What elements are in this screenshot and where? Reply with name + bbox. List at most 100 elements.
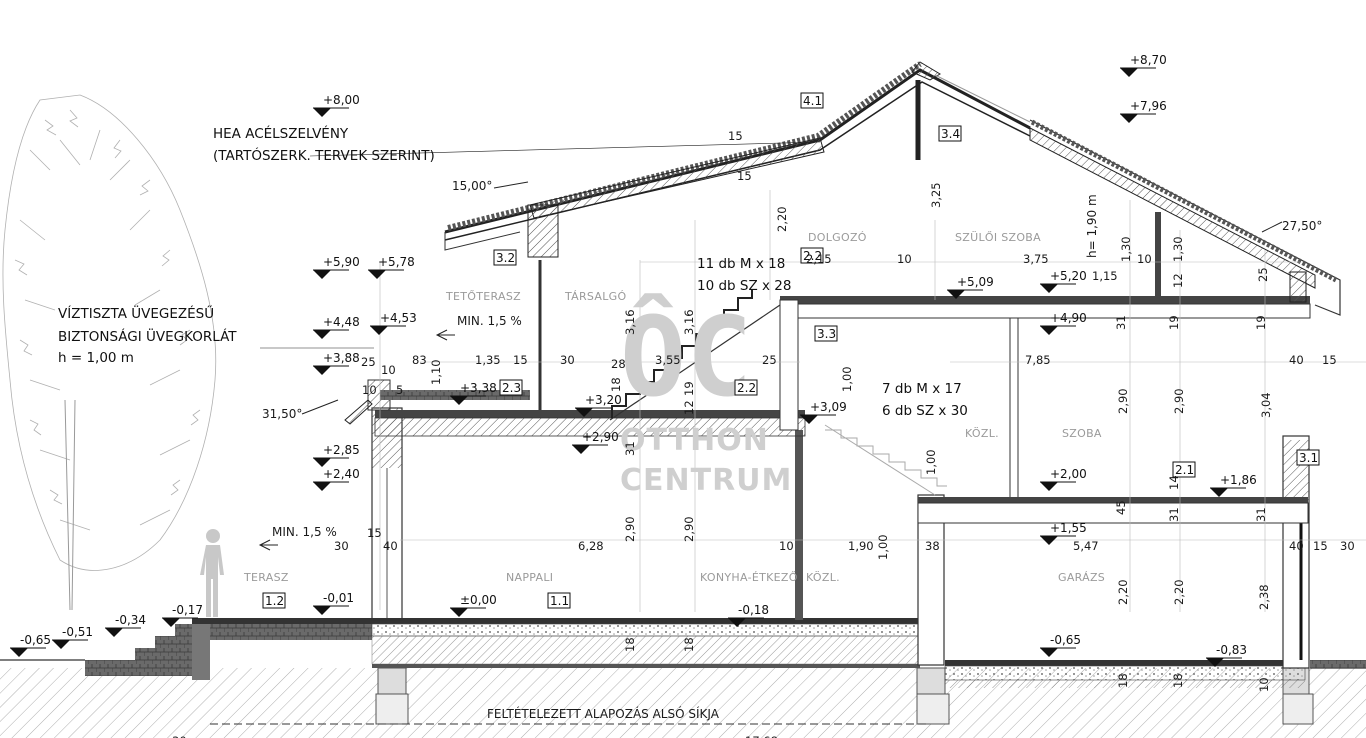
dimension-d238: 2,38 xyxy=(1257,584,1271,610)
detail-tag-t33: 3.3 xyxy=(814,325,838,342)
dimension-d220a: 2,20 xyxy=(1116,579,1130,605)
tag-label: 3.1 xyxy=(1299,451,1318,465)
note-min-slope-2: MIN. 1,5 % xyxy=(272,525,337,539)
level-value: +5,78 xyxy=(378,255,415,269)
dimension-d31d: 31 xyxy=(1254,507,1268,522)
detail-tag-t22b: 2.2 xyxy=(734,379,758,396)
dimension-d325: 3,25 xyxy=(929,182,943,208)
note-hea-1: HEA ACÉLSZELVÉNY xyxy=(213,125,349,142)
level-triangle-icon xyxy=(728,618,746,627)
level-marker-l870: +8,70 xyxy=(1120,53,1167,77)
level-marker-l509: +5,09 xyxy=(947,275,994,299)
dimension-d31c: 31 xyxy=(1167,507,1181,522)
level-value: +5,20 xyxy=(1050,269,1087,283)
watermark-line1: OTTHON xyxy=(620,423,769,458)
dimension-d100b: 1,00 xyxy=(924,449,938,475)
note-foundation: FELTÉTELEZETT ALAPOZÁS ALSÓ SÍKJA xyxy=(487,706,720,721)
dimension-d38: 38 xyxy=(925,539,940,553)
dimension-d45: 45 xyxy=(1114,500,1128,515)
tag-label: 2.3 xyxy=(502,381,521,395)
dimension-d19b: 19 xyxy=(1167,315,1181,330)
level-value: -0,51 xyxy=(62,625,93,639)
dimension-d25a: 25 xyxy=(1256,267,1270,282)
level-value: +4,53 xyxy=(380,311,417,325)
dimension-d10e: 10 xyxy=(779,539,794,553)
note-glass-3: h = 1,00 m xyxy=(58,350,134,366)
tag-label: 3.4 xyxy=(941,127,960,141)
level-value: +3,20 xyxy=(585,393,622,407)
level-triangle-icon xyxy=(52,640,70,649)
level-markers: +8,70 +7,96 +8,00 +5,90 +5,78 +4,48 +4,53 +3,88… xyxy=(10,53,1257,667)
level-value: -0,18 xyxy=(738,603,769,617)
dimension-d547: 5,47 xyxy=(1073,539,1099,553)
level-triangle-icon xyxy=(1040,482,1058,491)
level-value: +2,90 xyxy=(582,430,619,444)
level-marker-l448: +4,48 xyxy=(313,315,360,339)
dimension-d40a: 40 xyxy=(1289,353,1304,367)
dimension-d628: 6,28 xyxy=(578,539,604,553)
level-marker-lm065b: -0,65 xyxy=(1040,633,1081,657)
level-value: +7,96 xyxy=(1130,99,1167,113)
room-nappali: NAPPALI xyxy=(506,571,553,584)
tag-label: 4.1 xyxy=(803,94,822,108)
level-marker-l388: +3,88 xyxy=(313,351,360,375)
level-value: -0,83 xyxy=(1216,643,1247,657)
dimension-d15a: 15 xyxy=(728,129,743,143)
level-marker-l490: +4,90 xyxy=(1040,311,1087,335)
dimension-d115: 1,15 xyxy=(1092,269,1118,283)
dimension-d18b: 18 xyxy=(623,637,637,652)
level-triangle-icon xyxy=(10,648,28,657)
tag-label: 2.1 xyxy=(1175,463,1194,477)
dimension-d10a: 10 xyxy=(897,252,912,266)
tag-label: 2.2 xyxy=(737,381,756,395)
level-value: +8,00 xyxy=(323,93,360,107)
level-triangle-icon xyxy=(1040,326,1058,335)
dimension-d18d: 18 xyxy=(1116,673,1130,688)
dimension-d15b: 15 xyxy=(737,169,752,183)
dimension-d5: 5 xyxy=(396,383,403,397)
room-kozl-2: KÖZL. xyxy=(806,571,840,584)
note-glass-1: VÍZTISZTA ÜVEGEZÉSŰ xyxy=(58,304,214,322)
level-triangle-icon xyxy=(450,608,468,617)
room-szoba: SZOBA xyxy=(1062,427,1102,440)
room-dolgozo: DOLGOZÓ xyxy=(808,231,867,244)
stairs-lower xyxy=(824,424,947,496)
dimension-d100c: 1,00 xyxy=(876,534,890,560)
level-triangle-icon xyxy=(162,618,180,627)
roof xyxy=(444,61,1341,410)
dimension-d15f: 15 xyxy=(1313,539,1328,553)
dimension-d18a: 18 xyxy=(609,377,623,392)
tree-sketch xyxy=(2,94,217,611)
detail-tag-t11: 1.1 xyxy=(547,592,571,609)
level-triangle-icon xyxy=(313,458,331,467)
notes: HEA ACÉLSZELVÉNY (TARTÓSZERK. TERVEK SZE… xyxy=(58,125,1099,721)
foundations xyxy=(210,618,1314,725)
dimension-d190: 1,90 xyxy=(848,539,874,553)
level-triangle-icon xyxy=(105,628,123,637)
level-marker-l796: +7,96 xyxy=(1120,99,1167,123)
level-marker-l800: +8,00 xyxy=(313,93,360,117)
level-triangle-icon xyxy=(947,290,965,299)
level-value: +5,90 xyxy=(323,255,360,269)
level-marker-lm065a: -0,65 xyxy=(10,633,51,657)
dimension-d130a: 1,30 xyxy=(1119,236,1133,262)
note-stair1-2: 10 db SZ x 28 xyxy=(697,278,791,294)
room-konyha: KONYHA-ÉTKEZŐ xyxy=(700,570,798,584)
level-triangle-icon xyxy=(313,108,331,117)
level-triangle-icon xyxy=(313,270,331,279)
dimension-dbot1: 30 xyxy=(172,734,187,738)
level-marker-l200: +2,00 xyxy=(1040,467,1087,491)
level-value: +1,55 xyxy=(1050,521,1087,535)
level-value: -0,65 xyxy=(1050,633,1081,647)
level-triangle-icon xyxy=(313,330,331,339)
detail-tag-t31: 3.1 xyxy=(1296,449,1320,466)
dimension-d12: 12 xyxy=(1171,273,1185,288)
dimension-d10d: 10 xyxy=(362,383,377,397)
detail-tag-t12: 1.2 xyxy=(262,592,286,609)
dimension-d25c: 25 xyxy=(762,353,777,367)
level-triangle-icon xyxy=(1210,488,1228,497)
dimension-d785: 7,85 xyxy=(1025,353,1051,367)
